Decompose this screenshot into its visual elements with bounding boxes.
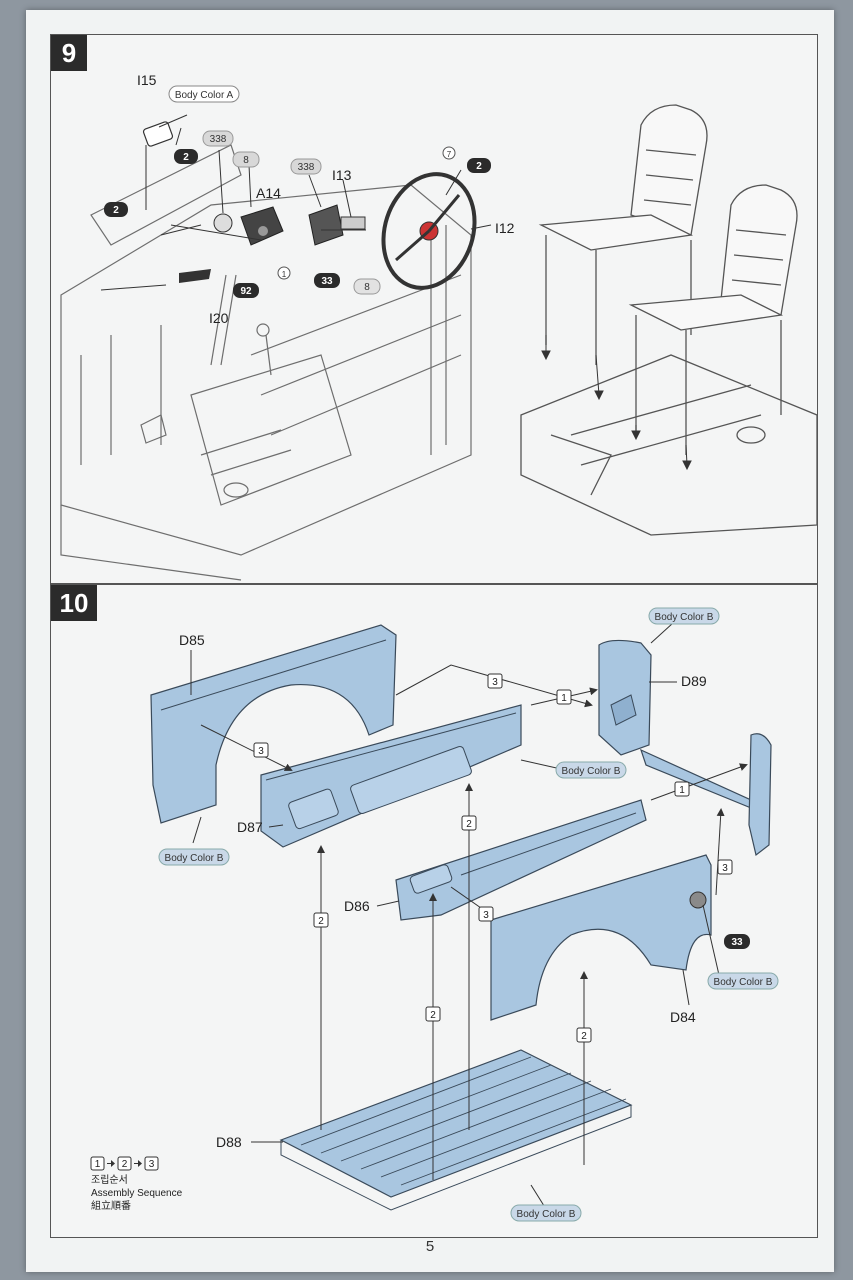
callout-8-a: 8 — [232, 151, 260, 168]
seq-marker-1-b: 1 — [674, 781, 690, 797]
part-i20-label: I20 — [209, 310, 229, 326]
svg-text:3: 3 — [492, 677, 498, 688]
assembly-sequence-legend: 1 2 3 조립순서 Assembly Sequence 組立順番 — [90, 1156, 183, 1212]
seq-marker-2-b: 2 — [313, 912, 329, 928]
svg-text:2: 2 — [122, 1159, 128, 1170]
seats-lineart — [520, 104, 817, 536]
svg-text:338: 338 — [210, 134, 227, 145]
svg-text:2: 2 — [430, 1010, 436, 1021]
callout-body-color-b-3: Body Color B — [158, 848, 230, 866]
marker-1: 1 — [277, 266, 291, 280]
seq-marker-3-b: 3 — [253, 742, 269, 758]
legend-english: Assembly Sequence — [91, 1188, 183, 1199]
svg-text:1: 1 — [561, 693, 567, 704]
step-10-number: 10 — [51, 585, 97, 621]
cabin-floor-lineart — [60, 144, 472, 581]
callout-338-a: 338 — [202, 130, 234, 147]
svg-text:1: 1 — [679, 785, 685, 796]
callout-8-b: 8 — [353, 278, 381, 295]
callout-33-step10: 33 — [724, 934, 750, 949]
seq-marker-2-d: 2 — [576, 1027, 592, 1043]
svg-text:2: 2 — [318, 916, 324, 927]
callout-2-c: 2 — [467, 158, 491, 173]
step-9-diagram: I15 A14 I13 I12 I20 Body Color A 338 8 3… — [60, 72, 817, 581]
svg-text:3: 3 — [483, 910, 489, 921]
step-9-number: 9 — [51, 35, 87, 71]
part-d89-shape — [598, 639, 772, 857]
callout-body-color-b-2: Body Color B — [555, 761, 627, 779]
svg-text:3: 3 — [258, 746, 264, 757]
svg-text:2: 2 — [183, 152, 189, 163]
part-d85-label: D85 — [179, 632, 205, 648]
svg-text:338: 338 — [298, 162, 315, 173]
svg-text:2: 2 — [466, 819, 472, 830]
callout-body-color-b-1: Body Color B — [648, 607, 720, 625]
step-10-panel: 10 — [50, 584, 818, 1238]
seat-arrows — [541, 335, 692, 471]
svg-text:92: 92 — [240, 286, 252, 297]
callout-338-b: 338 — [290, 158, 322, 175]
svg-text:Body Color B: Body Color B — [517, 1209, 576, 1220]
part-d86-label: D86 — [344, 898, 370, 914]
seq-marker-2-a: 2 — [461, 815, 477, 831]
part-i15-label: I15 — [137, 72, 157, 88]
part-i13-label: I13 — [332, 167, 352, 183]
step-10-diagram: 3 1 3 1 2 3 3 — [90, 607, 779, 1222]
svg-text:Body Color A: Body Color A — [175, 90, 234, 101]
svg-text:Body Color B: Body Color B — [562, 766, 621, 777]
callout-2-a: 2 — [174, 149, 198, 164]
seq-marker-1-a: 1 — [556, 689, 572, 705]
seq-marker-2-c: 2 — [425, 1006, 441, 1022]
seq-marker-3-c: 3 — [717, 859, 733, 875]
part-i12-label: I12 — [495, 220, 515, 236]
svg-text:2: 2 — [113, 205, 119, 216]
callout-body-color-a: Body Color A — [168, 85, 240, 103]
svg-text:8: 8 — [243, 155, 249, 166]
callout-body-color-b-5: Body Color B — [510, 1204, 582, 1222]
part-d89-label: D89 — [681, 673, 707, 689]
svg-text:3: 3 — [149, 1159, 155, 1170]
svg-text:2: 2 — [476, 161, 482, 172]
svg-text:Body Color B: Body Color B — [714, 977, 773, 988]
instrument-parts — [142, 121, 477, 290]
part-d88-shape — [279, 1049, 633, 1211]
callout-body-color-b-4: Body Color B — [707, 972, 779, 990]
svg-text:1: 1 — [95, 1159, 101, 1170]
page-number: 5 — [425, 1238, 435, 1255]
part-a14-label: A14 — [256, 185, 281, 201]
svg-text:3: 3 — [722, 863, 728, 874]
callout-2-b: 2 — [104, 202, 128, 217]
part-d85-shape — [150, 624, 397, 824]
svg-text:Body Color B: Body Color B — [655, 612, 714, 623]
marker-7: 7 — [442, 146, 456, 160]
seq-marker-3-a: 3 — [487, 673, 503, 689]
assembly-arrows — [200, 664, 748, 1180]
step-9-panel: 9 — [50, 34, 818, 584]
svg-text:1: 1 — [282, 270, 287, 279]
svg-text:Body Color B: Body Color B — [165, 853, 224, 864]
svg-text:2: 2 — [581, 1031, 587, 1042]
part-d87-shape — [260, 704, 522, 848]
legend-japanese: 組立順番 — [91, 1199, 131, 1212]
svg-text:33: 33 — [321, 276, 333, 287]
svg-text:33: 33 — [731, 937, 743, 948]
part-d88-label: D88 — [216, 1134, 242, 1150]
part-d86-shape — [395, 799, 647, 921]
part-d87-label: D87 — [237, 819, 263, 835]
step-9-leaders — [100, 114, 492, 291]
instruction-sheet: 9 — [26, 10, 834, 1272]
seq-marker-3-d: 3 — [478, 906, 494, 922]
svg-text:7: 7 — [447, 150, 452, 159]
svg-text:8: 8 — [364, 282, 370, 293]
part-d84-label: D84 — [670, 1009, 696, 1025]
callout-92: 92 — [233, 283, 259, 298]
part-d84-shape — [490, 854, 712, 1021]
callout-33: 33 — [314, 273, 340, 288]
legend-korean: 조립순서 — [91, 1173, 128, 1186]
